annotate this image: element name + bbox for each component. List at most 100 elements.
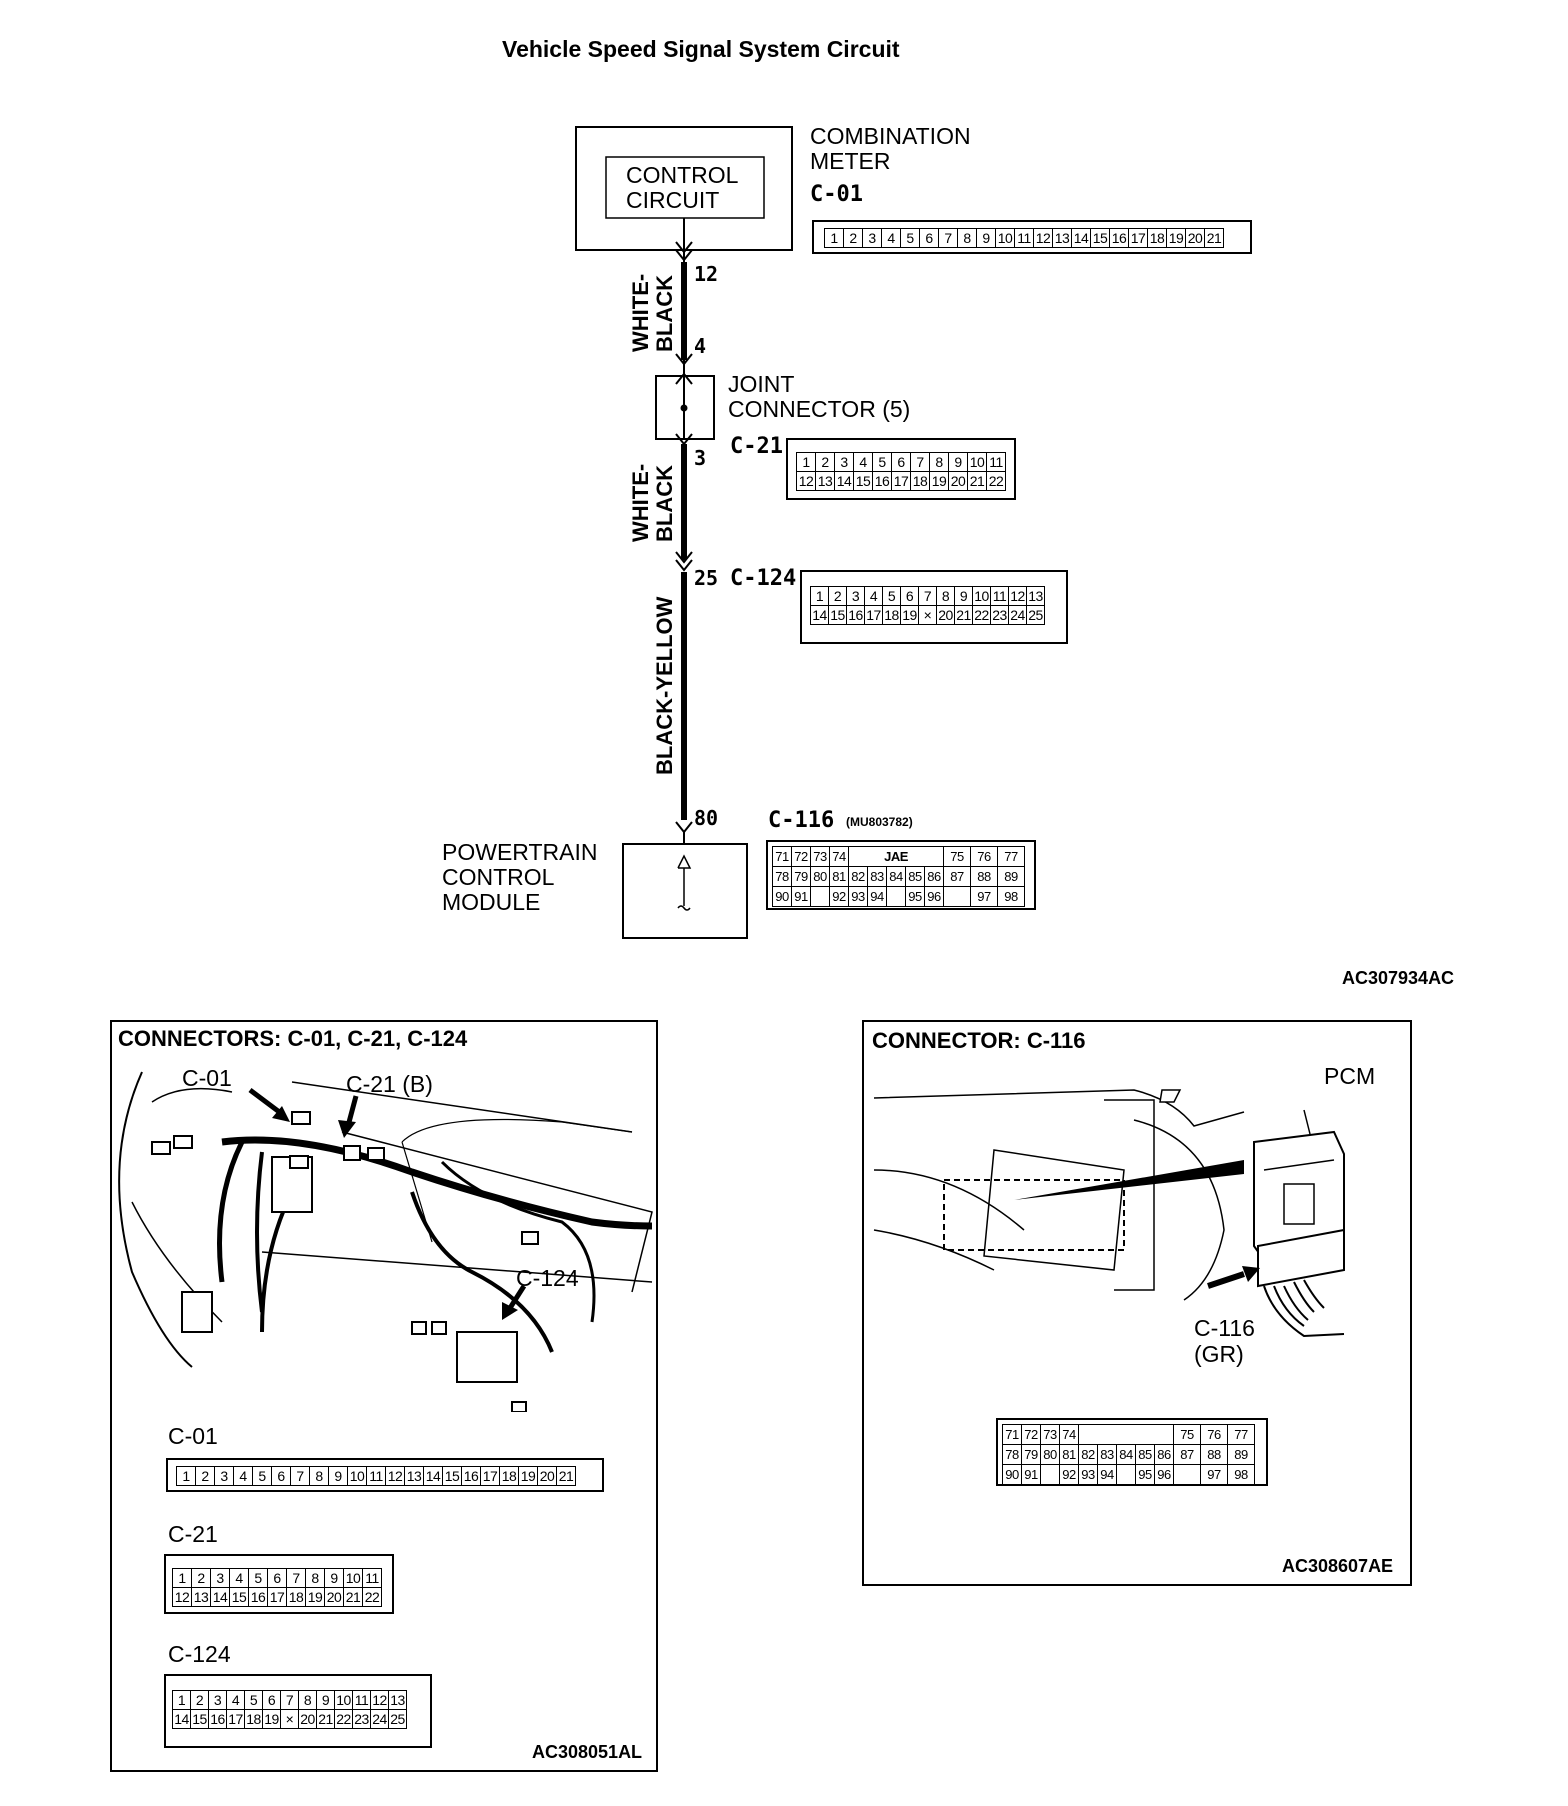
pin-cell: 80 — [810, 866, 830, 887]
figure-code-right: AC308607AE — [1282, 1556, 1394, 1576]
pin-cell: 11 — [352, 1690, 371, 1710]
pin-cell: 91 — [791, 886, 811, 907]
pin-cell: 4 — [864, 586, 883, 606]
pin-cell: 14 — [810, 605, 829, 625]
pin-cell: 74 — [829, 846, 849, 867]
pin-cell: 3 — [846, 586, 865, 606]
pin-cell: 22 — [362, 1587, 382, 1607]
pin-cell: 7 — [280, 1690, 299, 1710]
pin-cell: 8 — [929, 452, 949, 472]
callout-pcm: PCM — [1324, 1063, 1376, 1089]
pcm-location-illustration — [873, 1089, 1345, 1338]
pin-cell: 6 — [267, 1568, 287, 1588]
pin-cell: 24 — [1008, 605, 1027, 625]
pin-cell: 6 — [900, 586, 919, 606]
wire2-color-b: BLACK — [652, 465, 677, 542]
pin-cell: 87 — [943, 866, 971, 887]
pin-cell: 21 — [343, 1587, 363, 1607]
callout-c116-line1: C-116 — [1194, 1315, 1255, 1341]
pin-cell: 90 — [1002, 1464, 1022, 1485]
pin-cell: 86 — [1154, 1444, 1174, 1465]
c116-jae-cell — [1078, 1424, 1174, 1445]
pin-cell: 13 — [191, 1587, 211, 1607]
pin-25: 25 — [694, 566, 719, 590]
combination-meter-label-2: METER — [810, 148, 891, 174]
pin-cell: 18 — [244, 1709, 263, 1729]
pin-cell: 74 — [1059, 1424, 1079, 1445]
pin-cell: 97 — [1200, 1464, 1228, 1485]
label-c01-bottom: C-01 — [168, 1423, 218, 1449]
pin-cell: 9 — [316, 1690, 335, 1710]
joint-connector-label-1: JOINT — [728, 371, 795, 397]
pin-cell: 22 — [972, 605, 991, 625]
joint-connector-label-2: CONNECTOR (5) — [728, 396, 911, 422]
pin-cell: 73 — [810, 846, 830, 867]
pin-cell: 8 — [309, 1466, 329, 1486]
pin-cell: 18 — [882, 605, 901, 625]
pin-cell: 87 — [1173, 1444, 1201, 1465]
pin-cell: 11 — [990, 586, 1009, 606]
pin-cell: 17 — [226, 1709, 245, 1729]
pin-cell: 77 — [997, 846, 1025, 867]
pin-cell: 90 — [772, 886, 792, 907]
pin-cell: 88 — [970, 866, 998, 887]
pin-cell: 13 — [1026, 586, 1045, 606]
pin-cell: 1 — [172, 1690, 191, 1710]
pin-cell: 8 — [305, 1568, 325, 1588]
pin-cell: 5 — [252, 1466, 272, 1486]
pin-cell: 3 — [862, 228, 882, 248]
pin-cell: 25 — [388, 1709, 407, 1729]
pin-cell: 93 — [848, 886, 868, 907]
pin-cell: 10 — [972, 586, 991, 606]
pin-cell: 89 — [1227, 1444, 1255, 1465]
pin-cell: 15 — [1090, 228, 1110, 248]
label-c124-bottom: C-124 — [168, 1641, 231, 1667]
pin-cell: 6 — [891, 452, 911, 472]
pin-cell: 18 — [1147, 228, 1167, 248]
pin-3: 3 — [694, 446, 707, 470]
c116-jae-cell: JAE — [848, 846, 944, 867]
pin-cell: 15 — [828, 605, 847, 625]
pin-cell: 3 — [208, 1690, 227, 1710]
pin-cell: 11 — [1014, 228, 1034, 248]
pin-cell — [1040, 1464, 1060, 1485]
pin-cell: 5 — [872, 452, 892, 472]
pin-cell: 11 — [362, 1568, 382, 1588]
pin-cell: 3 — [214, 1466, 234, 1486]
pin-cell: 21 — [556, 1466, 576, 1486]
pin-cell: 6 — [919, 228, 939, 248]
pin-cell: 8 — [957, 228, 977, 248]
pin-cell: 10 — [347, 1466, 367, 1486]
pin-cell: 72 — [791, 846, 811, 867]
pin-cell: 14 — [210, 1587, 230, 1607]
pcm-label-1: POWERTRAIN — [442, 839, 598, 865]
pin-cell: 20 — [298, 1709, 317, 1729]
pin-cell: 20 — [537, 1466, 557, 1486]
callout-c124: C-124 — [516, 1265, 579, 1291]
pin-cell: 20 — [936, 605, 955, 625]
pin-cell: 10 — [343, 1568, 363, 1588]
pin-cell: 75 — [943, 846, 971, 867]
panel-connector-c116 — [862, 1020, 1412, 1586]
pin-cell: 93 — [1078, 1464, 1098, 1485]
label-c21-bottom: C-21 — [168, 1521, 218, 1547]
pin-cell: 81 — [829, 866, 849, 887]
pin-4: 4 — [694, 334, 707, 358]
pin-cell: 13 — [404, 1466, 424, 1486]
pin-cell: 19 — [900, 605, 919, 625]
pin-cell: 14 — [834, 471, 854, 491]
pin-cell: 19 — [929, 471, 949, 491]
pin-cell: 21 — [1204, 228, 1224, 248]
control-circuit-label-1: CONTROL — [626, 162, 739, 188]
pin-cell: 83 — [867, 866, 887, 887]
pin-cell: 73 — [1040, 1424, 1060, 1445]
pin-cell: 5 — [248, 1568, 268, 1588]
pin-cell: 9 — [954, 586, 973, 606]
panel-right-heading: CONNECTOR: C-116 — [872, 1028, 1086, 1053]
pin-cell: 82 — [848, 866, 868, 887]
pin-cell: 7 — [290, 1466, 310, 1486]
